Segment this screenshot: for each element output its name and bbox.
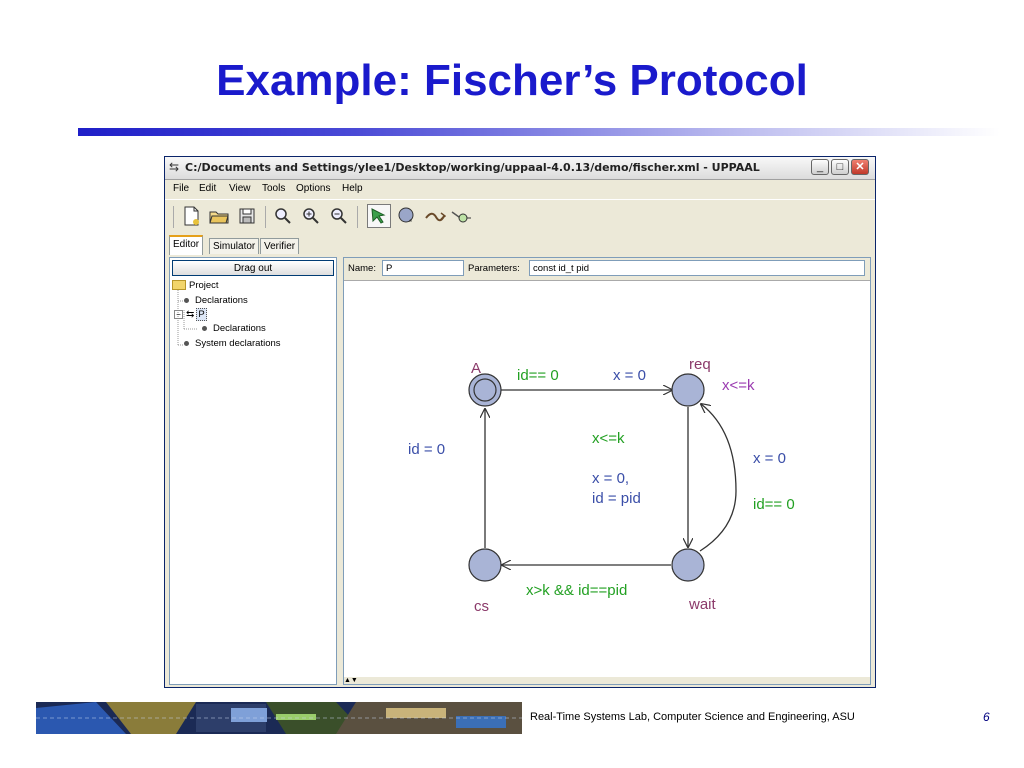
edge-wait-req[interactable] [700,404,737,552]
pane-splitter[interactable] [340,257,344,685]
location-a[interactable] [468,373,502,407]
title-rule [78,128,1000,136]
save-icon[interactable] [235,204,259,228]
minimize-button[interactable]: _ [811,159,829,175]
guard-wait-cs: x>k && id==pid [526,582,627,599]
update-req-wait-line1: x = 0, [592,470,629,487]
location-cs[interactable] [468,548,502,582]
toolbar-separator [173,206,174,228]
folder-icon [172,280,186,291]
template-header: Name: P Parameters: const id_t pid [344,258,870,281]
automaton-canvas[interactable]: A req wait cs x<=k x<=k id== 0 x = 0 x =… [344,281,870,678]
update-wait-req: x = 0 [753,450,786,467]
svg-text:*: * [409,218,412,226]
location-name-req: req [689,356,711,373]
collapse-icon[interactable]: − [174,309,183,319]
view-tabs: Editor Simulator Verifier [165,235,875,255]
name-label: Name: [348,263,376,274]
circuit-board-banner [36,702,522,734]
add-location-icon[interactable]: * [395,204,419,228]
tree-label: P [196,308,207,321]
update-cs-a: id = 0 [408,441,445,458]
location-name-wait: wait [688,596,717,613]
location-req[interactable] [671,373,705,407]
menu-file[interactable]: File [173,183,190,194]
location-wait[interactable] [671,548,705,582]
slide-title: Example: Fischer’s Protocol [216,56,808,105]
tree-guide-lines [177,288,198,346]
close-button[interactable]: ✕ [851,159,869,175]
menu-bar: File Edit View Tools Options Help [165,180,875,198]
template-editor-pane: Name: P Parameters: const id_t pid [343,257,871,685]
toolbar: * [165,199,875,234]
bullet-icon [202,325,207,331]
tree-item-declarations[interactable]: Declarations [184,295,248,306]
tree-label: System declarations [195,338,281,349]
menu-tools[interactable]: Tools [262,183,286,194]
uppaal-app-icon: ⇆ [169,160,180,174]
location-name-a: A [471,360,481,377]
canvas-scroll-arrows[interactable]: ▲▼ [344,677,870,684]
open-folder-icon[interactable] [207,204,231,228]
parameters-field[interactable]: const id_t pid [529,260,865,276]
add-edge-icon[interactable] [423,204,447,228]
tree-item-system-declarations[interactable]: System declarations [184,338,281,349]
invariant-req: x<=k [722,377,755,394]
bullet-icon [184,340,189,346]
zoom-icon[interactable] [271,204,295,228]
footer-text: Real-Time Systems Lab, Computer Science … [530,711,855,723]
menu-help[interactable]: Help [342,183,363,194]
menu-edit[interactable]: Edit [199,183,217,194]
page-number: 6 [983,710,990,724]
invariant-wait: x<=k [592,430,625,447]
uppaal-window: ⇆ C:/Documents and Settings/ylee1/Deskto… [164,156,876,688]
project-tree-pane: Drag out Project Declarations −⇆P Declar… [169,257,337,685]
toolbar-separator [265,206,266,228]
tree-label: Declarations [195,295,248,306]
update-req-wait-line2: id = pid [592,490,641,507]
window-title: C:/Documents and Settings/ylee1/Desktop/… [185,161,760,174]
parameters-label: Parameters: [468,263,520,274]
tree-item-template-declarations[interactable]: Declarations [202,323,266,334]
window-titlebar[interactable]: ⇆ C:/Documents and Settings/ylee1/Deskto… [165,157,875,180]
name-field[interactable]: P [382,260,464,276]
tree-item-template-p[interactable]: −⇆P [174,308,207,321]
menu-view[interactable]: View [229,183,251,194]
menu-options[interactable]: Options [296,183,331,194]
tree-item-project[interactable]: Project [172,280,219,291]
new-document-icon[interactable] [179,204,203,228]
guard-wait-req: id== 0 [753,496,795,513]
tab-editor[interactable]: Editor [169,235,204,255]
location-name-cs: cs [474,598,489,615]
zoom-out-icon[interactable] [327,204,351,228]
maximize-button[interactable]: □ [831,159,849,175]
tab-simulator[interactable]: Simulator [209,238,260,254]
toolbar-separator [357,206,358,228]
select-arrow-icon[interactable] [367,204,391,228]
drag-out-button[interactable]: Drag out [172,260,334,276]
guard-a-req: id== 0 [517,367,559,384]
tree-label: Declarations [213,323,266,334]
update-a-req: x = 0 [613,367,646,384]
template-icon: ⇆ [186,309,195,320]
zoom-in-icon[interactable] [299,204,323,228]
tree-label: Project [189,280,219,291]
tab-verifier[interactable]: Verifier [260,238,300,254]
add-nail-icon[interactable] [449,204,473,228]
bullet-icon [184,297,189,303]
